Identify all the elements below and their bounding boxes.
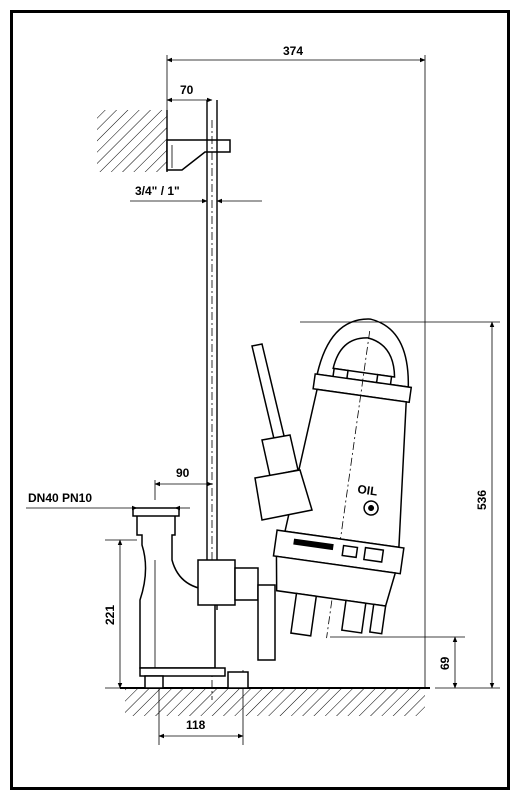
power-cable <box>251 343 313 521</box>
dimension-overall-height: 536 <box>475 321 495 689</box>
dimension-overall-height-label: 536 <box>475 490 489 510</box>
dimension-bracket-offset: 70 <box>166 83 213 103</box>
dimension-pump-clearance: 69 <box>438 636 458 689</box>
dimension-discharge-offset-label: 90 <box>176 466 190 480</box>
dimension-discharge-flange-label: DN40 PN10 <box>28 491 92 505</box>
oil-label: OIL <box>357 482 379 499</box>
dimension-overall-width-label: 374 <box>283 44 303 58</box>
dimension-overall-width: 374 <box>166 44 426 63</box>
dimension-guide-pipe: 3/4" / 1" <box>130 184 262 204</box>
pump-body: OIL <box>272 318 413 639</box>
wall-section <box>97 110 168 172</box>
dimension-bracket-offset-label: 70 <box>180 83 194 97</box>
dimension-discharge-flange: DN40 PN10 <box>26 491 190 511</box>
dimension-base-width: 118 <box>158 718 244 739</box>
dimension-outlet-height-label: 221 <box>103 605 117 625</box>
dimension-base-width-label: 118 <box>186 718 206 732</box>
dimension-discharge-offset: 90 <box>154 466 213 487</box>
dimension-outlet-height: 221 <box>103 539 123 689</box>
dimension-pump-clearance-label: 69 <box>438 656 452 670</box>
discharge-base <box>132 507 276 689</box>
dimension-guide-pipe-label: 3/4" / 1" <box>135 184 180 198</box>
upper-guide-bracket <box>166 139 231 171</box>
floor-section <box>120 687 430 716</box>
